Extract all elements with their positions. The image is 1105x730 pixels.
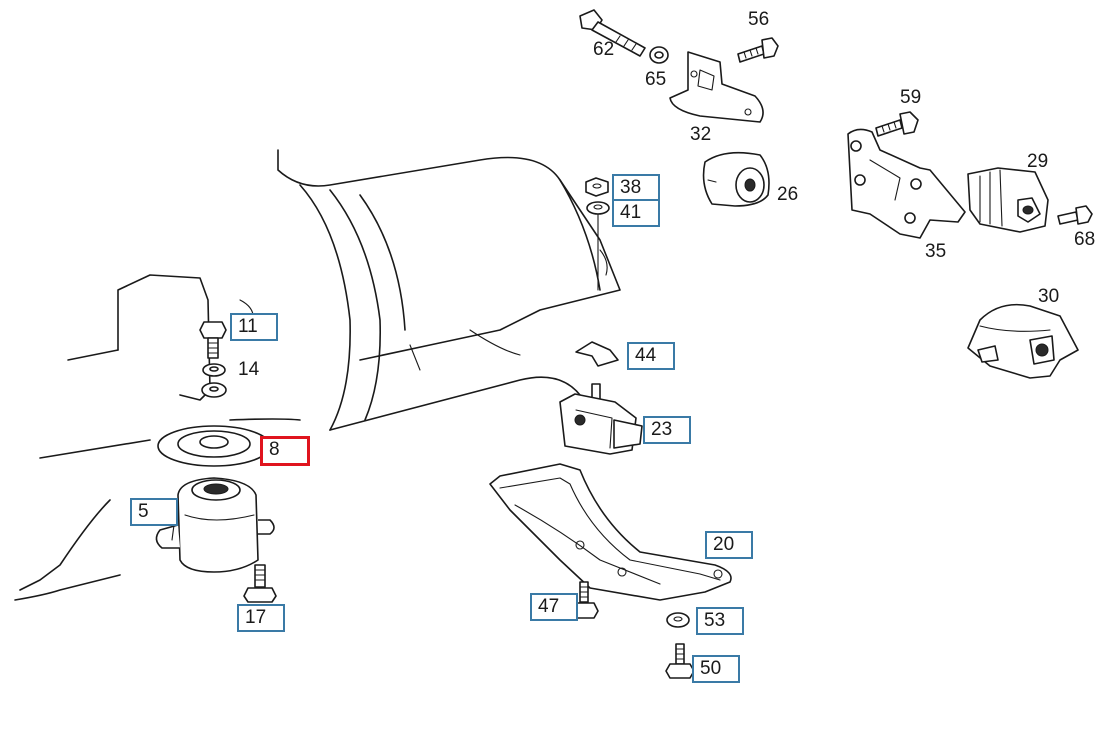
part-label-5[interactable]: 5 [130,498,178,526]
bolt-59-drawing [875,111,919,137]
part-label-62: 62 [593,39,615,60]
part-label-50[interactable]: 50 [692,655,740,683]
washer-41-drawing [586,201,610,215]
engine-block-outline [14,149,621,601]
part-label-68: 68 [1074,229,1096,250]
nut-38-drawing [585,177,609,197]
bolt-56-drawing [737,37,779,63]
mount-29-drawing [967,167,1049,233]
part-label-59: 59 [900,87,922,108]
part-label-38[interactable]: 38 [612,174,660,202]
part-label-35: 35 [925,241,947,262]
washer-53-drawing [666,612,690,628]
crossmember-20-drawing [489,463,732,601]
mount-plate-8-drawing [157,425,271,467]
bracket-44-drawing [575,341,619,367]
part-label-29: 29 [1027,151,1049,172]
part-label-20[interactable]: 20 [705,531,753,559]
part-label-30: 30 [1038,286,1060,307]
part-label-32: 32 [690,124,712,145]
part-label-11[interactable]: 11 [230,313,278,341]
washer-14-drawing [201,363,227,398]
bolt-68-drawing [1057,205,1093,225]
part-label-41[interactable]: 41 [612,199,660,227]
mount-23-drawing [559,383,643,455]
part-label-47[interactable]: 47 [530,593,578,621]
mount-30-drawing [967,303,1079,379]
part-label-8-selected[interactable]: 8 [260,436,310,466]
engine-mount-5-drawing [155,477,275,573]
mount-26-drawing [702,151,770,207]
washer-65-drawing [649,46,669,64]
part-label-44[interactable]: 44 [627,342,675,370]
bolt-11-drawing [199,321,227,359]
part-label-17[interactable]: 17 [237,604,285,632]
part-label-56: 56 [748,9,770,30]
part-label-53[interactable]: 53 [696,607,744,635]
part-label-14: 14 [238,359,260,380]
part-label-26: 26 [777,184,799,205]
part-label-23[interactable]: 23 [643,416,691,444]
bracket-32-drawing [669,51,764,123]
bolt-50-drawing [665,643,695,679]
bolt-17-drawing [243,564,277,603]
bolt-62-drawing [579,9,646,57]
bracket-35-drawing [847,128,966,239]
part-label-65: 65 [645,69,667,90]
